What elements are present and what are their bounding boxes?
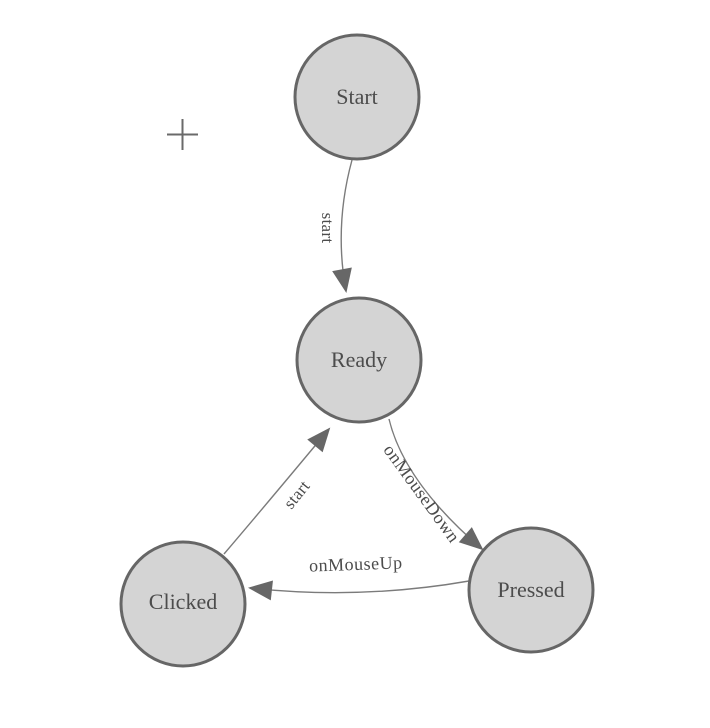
edge-start-to-ready[interactable] xyxy=(332,159,353,293)
edge-ready-to-pressed[interactable] xyxy=(388,418,484,551)
edge-label-start-to-ready: start xyxy=(318,213,337,244)
node-ready-circle[interactable] xyxy=(295,296,423,424)
edge-label-pressed-to-clicked: onMouseUp xyxy=(309,552,403,575)
edge-pressed-to-clicked[interactable] xyxy=(248,580,470,601)
node-clicked-label: Clicked xyxy=(149,589,217,614)
crosshair-icon xyxy=(167,119,198,150)
node-start[interactable]: Start xyxy=(293,33,421,161)
node-pressed-label: Pressed xyxy=(497,577,564,602)
edge-label-ready-to-pressed: onMouseDown xyxy=(380,440,465,546)
node-start-label: Start xyxy=(336,84,378,109)
node-start-circle[interactable] xyxy=(293,33,421,161)
node-pressed-circle[interactable] xyxy=(467,526,595,654)
node-pressed[interactable]: Pressed xyxy=(467,526,595,654)
node-ready[interactable]: Ready xyxy=(295,296,423,424)
node-clicked[interactable]: Clicked xyxy=(119,540,247,668)
node-ready-label: Ready xyxy=(331,347,387,372)
node-clicked-circle[interactable] xyxy=(119,540,247,668)
edge-clicked-to-ready[interactable] xyxy=(223,427,331,555)
